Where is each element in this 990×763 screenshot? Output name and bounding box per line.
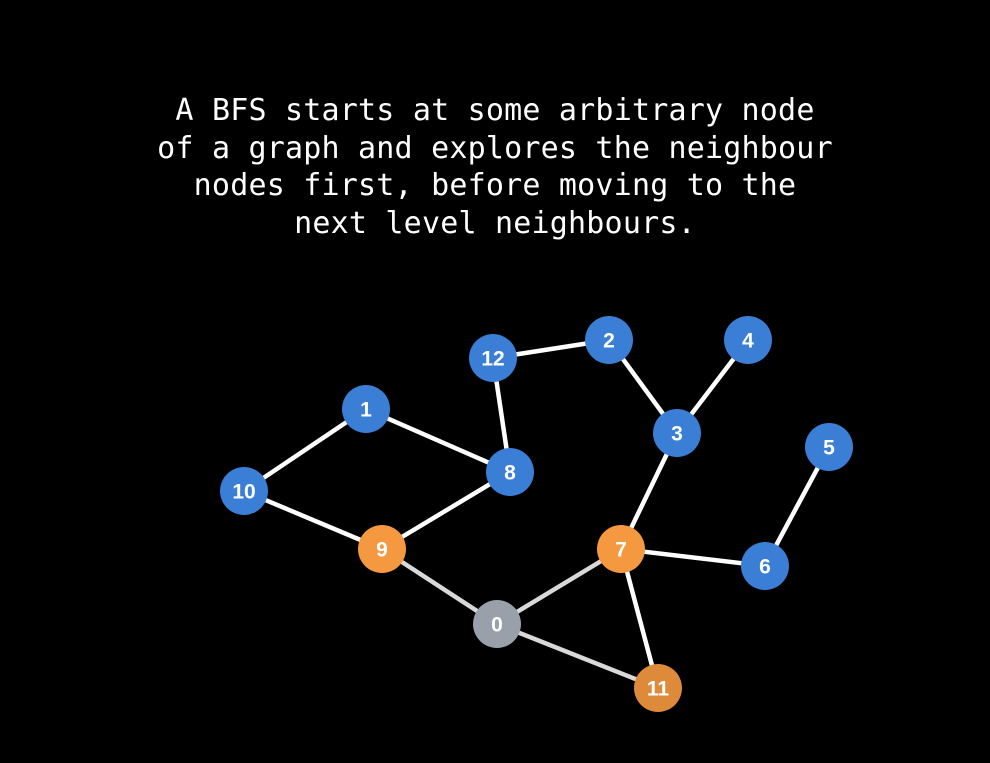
node-circle <box>342 385 390 433</box>
node-4: 4 <box>724 316 772 364</box>
node-label: 5 <box>823 437 835 460</box>
node-11: 11 <box>634 664 682 712</box>
node-circle <box>358 525 406 573</box>
node-circle <box>585 316 633 364</box>
node-7: 7 <box>597 525 645 573</box>
node-label: 8 <box>504 462 516 485</box>
node-label: 2 <box>603 330 615 353</box>
node-circle <box>741 542 789 590</box>
edges-layer <box>241 337 832 691</box>
edge-9-8 <box>379 469 513 552</box>
node-label: 12 <box>481 348 504 371</box>
node-6: 6 <box>741 542 789 590</box>
node-circle <box>724 316 772 364</box>
node-9: 9 <box>358 525 406 573</box>
node-label: 7 <box>615 539 627 562</box>
edge-1-8 <box>363 406 513 475</box>
edge-0-11 <box>494 621 661 691</box>
edge-10-9 <box>241 488 385 552</box>
caption-line-3: nodes first, before moving to the <box>193 168 797 203</box>
node-circle <box>473 600 521 648</box>
node-label: 11 <box>647 678 670 701</box>
node-8: 8 <box>486 448 534 496</box>
node-label: 6 <box>759 556 771 579</box>
node-label: 3 <box>671 423 683 446</box>
node-label: 9 <box>376 539 388 562</box>
node-circle <box>469 334 517 382</box>
edge-0-7 <box>494 546 624 627</box>
node-2: 2 <box>585 316 633 364</box>
node-circle <box>634 664 682 712</box>
caption-line-1: A BFS starts at some arbitrary node <box>175 93 815 128</box>
caption: A BFS starts at some arbitrary node of a… <box>0 92 990 242</box>
node-label: 10 <box>232 481 255 504</box>
node-label: 4 <box>742 330 754 353</box>
node-1: 1 <box>342 385 390 433</box>
node-circle <box>805 423 853 471</box>
edge-10-1 <box>241 406 369 494</box>
node-label: 1 <box>360 399 372 422</box>
node-circle <box>597 525 645 573</box>
node-5: 5 <box>805 423 853 471</box>
node-12: 12 <box>469 334 517 382</box>
node-circle <box>486 448 534 496</box>
caption-line-4: next level neighbours. <box>294 205 696 241</box>
edge-7-6 <box>618 546 768 569</box>
node-label: 0 <box>491 614 503 637</box>
node-10: 10 <box>220 467 268 515</box>
node-0: 0 <box>473 600 521 648</box>
node-circle <box>653 409 701 457</box>
node-3: 3 <box>653 409 701 457</box>
node-circle <box>220 467 268 515</box>
caption-line-2: of a graph and explores the neighbour <box>157 130 833 166</box>
